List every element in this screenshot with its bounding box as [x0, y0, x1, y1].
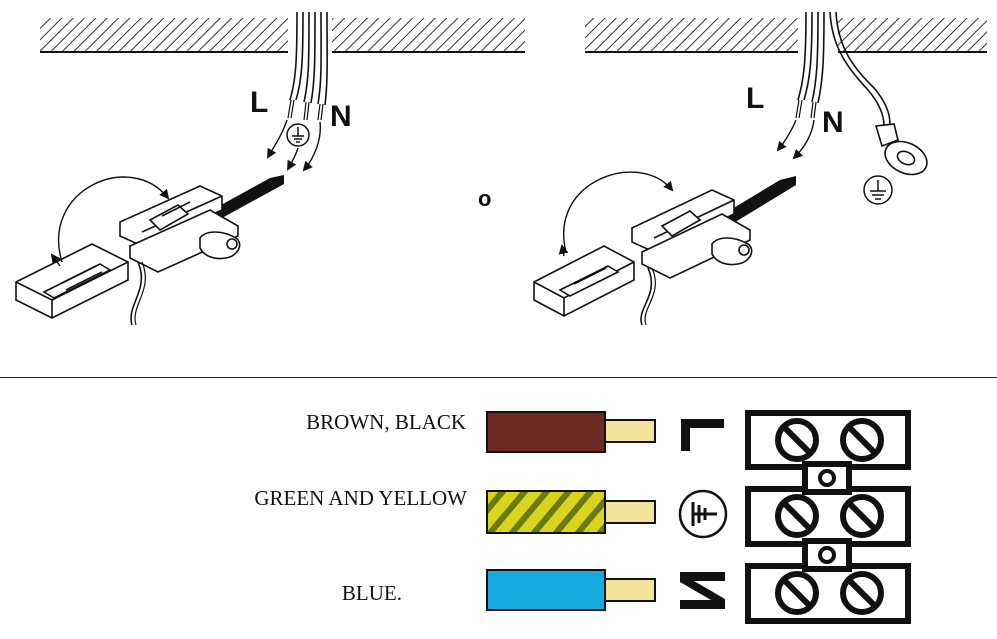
wire-label-green-yellow: GREEN AND YELLOW: [254, 486, 467, 510]
flip-arrow-right: [563, 171, 674, 253]
right-scene: [533, 11, 987, 326]
wire-blue: [486, 569, 656, 611]
wire-label-blue: BLUE.: [341, 581, 402, 605]
label-n-left: N: [330, 100, 352, 133]
neutral-N-icon: [680, 572, 725, 609]
label-l-right: L: [746, 82, 765, 115]
wire-color-legend: BROWN, BLACK GREEN AND YELLOW BLUE.: [0, 378, 997, 639]
connector-cable-right: [722, 176, 796, 224]
terminal-block-left: [119, 185, 241, 273]
ceiling-hatch-left: [40, 18, 525, 52]
ceiling-hatch-right: [585, 18, 987, 52]
screw-icon: [840, 494, 884, 538]
supply-cables-left: [289, 11, 328, 106]
separator-word: o: [478, 186, 492, 211]
terminal-block: [745, 410, 911, 624]
lead-wire-left: [130, 261, 143, 326]
screw-icon: [840, 571, 884, 615]
installation-diagram-svg: [15, 11, 987, 326]
screw-icon: [775, 418, 819, 462]
wire-green-yellow: [486, 490, 656, 534]
wire-legend-svg: [486, 410, 911, 624]
wire-label-brown-black: BROWN, BLACK: [306, 410, 466, 434]
supply-cables-right: [797, 11, 891, 127]
wire-brown-black: [486, 411, 656, 453]
earth-icon: [678, 489, 728, 539]
connector-cable-left: [212, 175, 284, 218]
lead-wire-right: [640, 267, 653, 326]
flip-arrow-left: [57, 176, 170, 263]
installation-diagram: L N o L N: [15, 11, 987, 326]
label-l-left: L: [250, 86, 269, 119]
label-n-right: N: [822, 106, 844, 139]
ring-terminal: [874, 123, 928, 176]
terminal-block-right: [631, 189, 753, 279]
stripped-ends-left: [287, 99, 324, 121]
screw-icon: [840, 418, 884, 462]
section-divider: [0, 377, 997, 378]
screw-icon: [775, 494, 819, 538]
left-scene: [15, 11, 525, 326]
terminal-cover-right: [533, 245, 635, 317]
screw-icon: [775, 571, 819, 615]
terminal-screws: [775, 418, 884, 615]
phase-L-icon: [681, 419, 724, 451]
terminal-cover-left: [15, 243, 129, 319]
